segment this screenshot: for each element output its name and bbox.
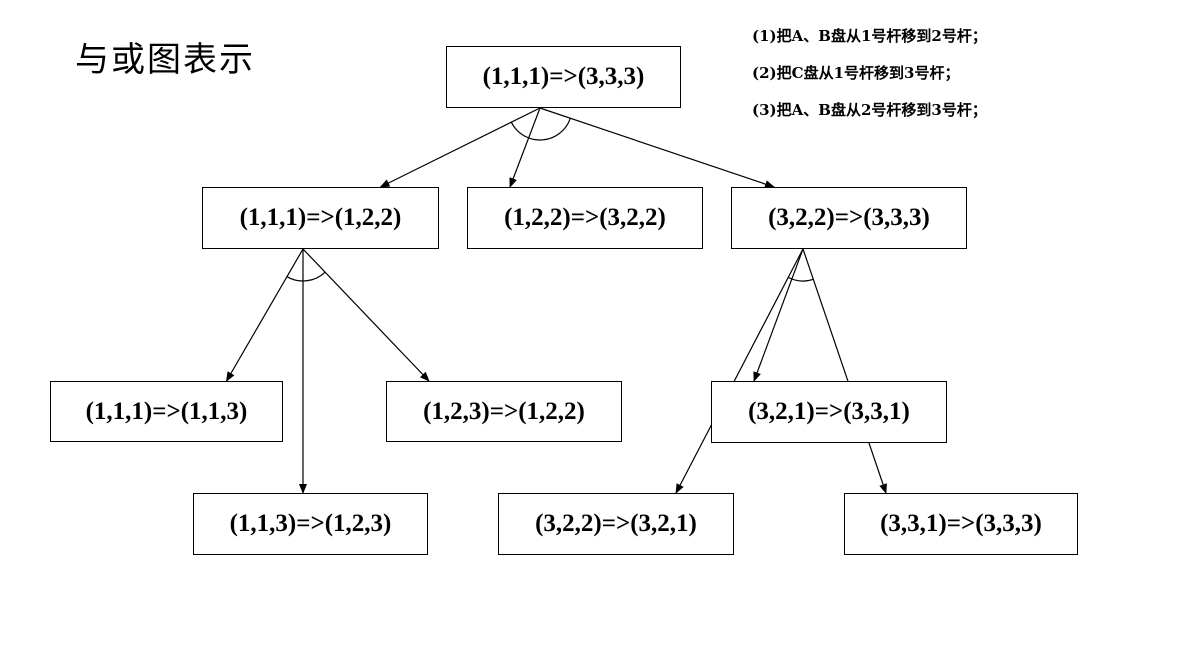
node-root: (1,1,1)=>(3,3,3) [446, 46, 681, 108]
and-arc-root [510, 118, 571, 141]
edge-l1_right-to-l2_f [802, 248, 887, 494]
edge-l1_left-to-l2_b [302, 248, 430, 382]
step-note-2: (2)把C盘从1号杆移到3号杆； [752, 64, 960, 82]
edge-l1_left-to-l2_a [225, 248, 304, 382]
page-title: 与或图表示 [75, 40, 255, 80]
step-note-3: (3)把A、B盘从2号杆移到3号杆； [752, 101, 987, 119]
node-l2-c: (1,1,3)=>(1,2,3) [193, 493, 428, 555]
and-arc-l1_right [787, 276, 814, 282]
and-arc-l1_left [286, 271, 326, 282]
node-l2-a: (1,1,1)=>(1,1,3) [50, 381, 283, 442]
edge-l1_right-to-l2_e [675, 248, 804, 494]
node-l2-f: (3,3,1)=>(3,3,3) [844, 493, 1078, 555]
node-l1-mid: (1,2,2)=>(3,2,2) [467, 187, 703, 249]
edge-l1_right-to-l2_d [753, 248, 804, 382]
node-l2-e: (3,2,2)=>(3,2,1) [498, 493, 734, 555]
edge-root-to-l1_right [539, 107, 775, 188]
step-note-1: (1)把A、B盘从1号杆移到2号杆； [752, 27, 987, 45]
edge-root-to-l1_mid [509, 107, 541, 188]
node-l1-left: (1,1,1)=>(1,2,2) [202, 187, 439, 249]
edge-root-to-l1_left [379, 107, 541, 188]
node-l2-b: (1,2,3)=>(1,2,2) [386, 381, 622, 442]
node-l1-right: (3,2,2)=>(3,3,3) [731, 187, 967, 249]
node-l2-d: (3,2,1)=>(3,3,1) [711, 381, 947, 443]
